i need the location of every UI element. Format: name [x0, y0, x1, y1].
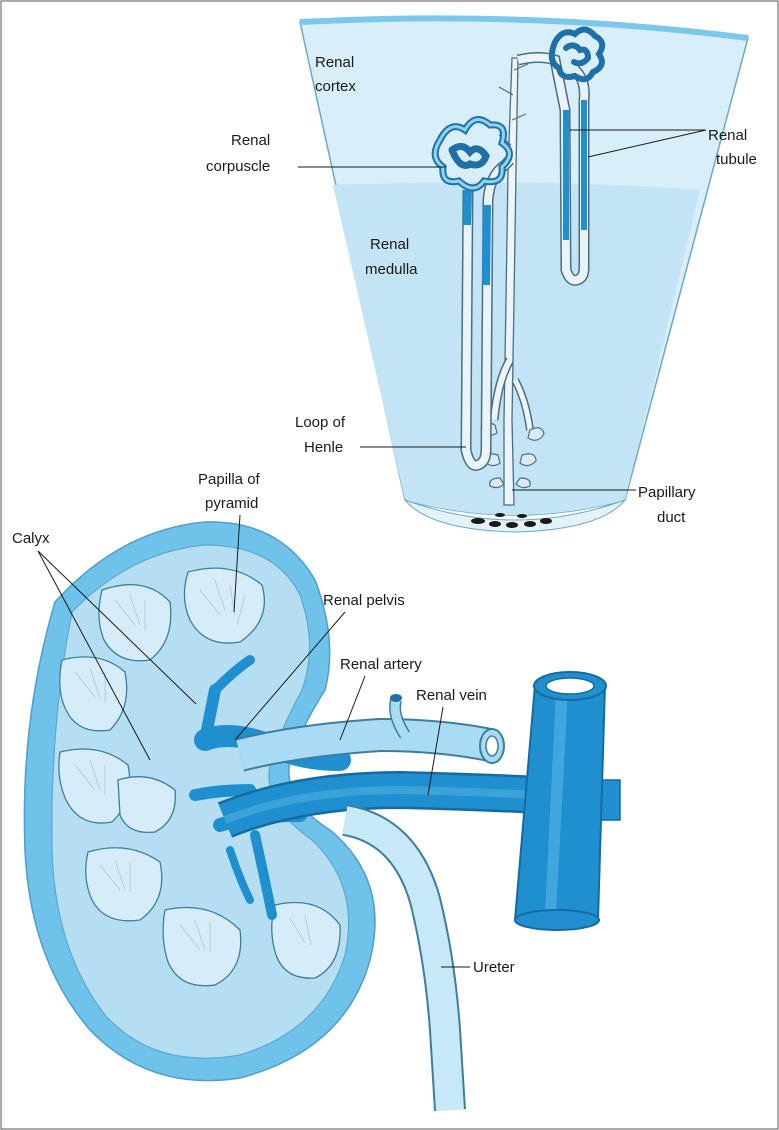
label-renal-cortex-line1: Renal — [315, 54, 354, 71]
label-calyx-text: Calyx — [12, 530, 50, 547]
renal-vein — [225, 790, 540, 820]
vena-cava — [515, 672, 620, 930]
label-renal-tubule-line2: tubule — [716, 151, 757, 168]
label-papillary-duct-line1: Papillary — [638, 484, 696, 501]
label-papilla-of-pyramid-line2: pyramid — [205, 495, 258, 512]
label-renal-pelvis-text: Renal pelvis — [323, 592, 405, 609]
label-renal-medulla-line2: medulla — [365, 261, 418, 278]
label-renal-corpuscle-line1: Renal — [231, 132, 270, 149]
label-renal-vein-text: Renal vein — [416, 687, 487, 704]
label-renal-medulla-line1: Renal — [370, 236, 409, 253]
label-papillary-duct-line2: duct — [657, 509, 686, 526]
label-renal-corpuscle-line2: corpuscle — [206, 158, 270, 175]
label-loop-of-henle-line1: Loop of — [295, 414, 346, 431]
label-papilla-of-pyramid-line1: Papilla of — [198, 471, 261, 488]
label-renal-tubule-line1: Renal — [708, 127, 747, 144]
label-ureter-text: Ureter — [473, 959, 515, 976]
label-renal-artery-text: Renal artery — [340, 656, 422, 673]
label-loop-of-henle-line2: Henle — [304, 439, 343, 456]
label-renal-cortex-line2: cortex — [315, 78, 356, 95]
